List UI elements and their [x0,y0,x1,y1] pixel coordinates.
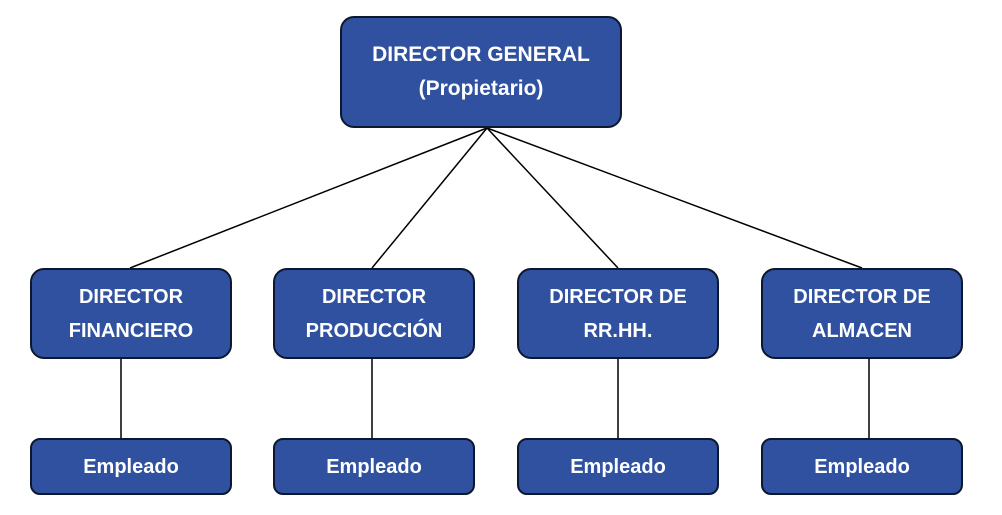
director-almacen-line1: DIRECTOR DE [793,285,931,308]
connector-root-to-financiero [129,127,488,269]
empleado-financiero-label: Empleado [83,455,179,478]
connector-root-to-almacen [486,127,863,269]
director-almacen-box: DIRECTOR DE ALMACEN [761,268,963,359]
director-general-box: DIRECTOR GENERAL (Propietario) [340,16,622,128]
director-rrhh-box: DIRECTOR DE RR.HH. [517,268,719,359]
empleado-produccion-label: Empleado [326,455,422,478]
empleado-rrhh-box: Empleado [517,438,719,495]
director-almacen-line2: ALMACEN [812,319,912,342]
empleado-almacen-box: Empleado [761,438,963,495]
director-produccion-line2: PRODUCCIÓN [305,319,443,342]
director-produccion-box: DIRECTOR PRODUCCIÓN [273,268,475,359]
empleado-rrhh-label: Empleado [570,455,666,478]
empleado-financiero-box: Empleado [30,438,232,495]
director-financiero-line1: DIRECTOR [78,285,184,308]
director-rrhh-line1: DIRECTOR DE [549,285,687,308]
director-general-subtitle: (Propietario) [418,77,544,100]
empleado-produccion-box: Empleado [273,438,475,495]
connector-root-to-produccion [371,127,488,269]
director-produccion-line1: DIRECTOR [321,285,427,308]
connector-root-to-rrhh [486,127,619,269]
director-general-title: DIRECTOR GENERAL [372,43,590,66]
empleado-almacen-label: Empleado [814,455,910,478]
director-rrhh-line2: RR.HH. [583,319,653,342]
director-financiero-box: DIRECTOR FINANCIERO [30,268,232,359]
director-financiero-line2: FINANCIERO [68,319,194,342]
